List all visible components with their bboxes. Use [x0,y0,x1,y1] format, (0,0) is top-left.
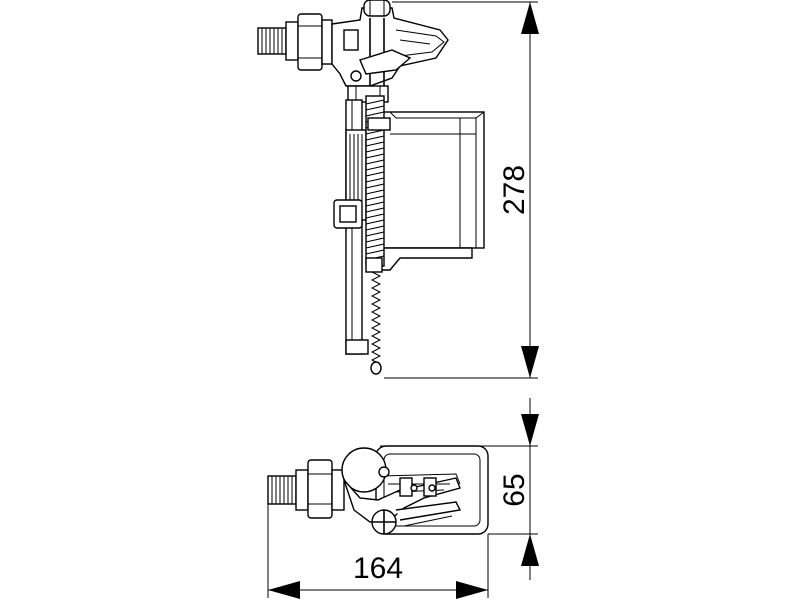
width-label: 164 [353,552,403,585]
valve-head-front [331,0,449,90]
inlet-nut-front [285,13,333,71]
cross-knob-top [371,509,397,535]
inlet-thread-front [257,27,287,55]
tube-end-front [345,339,369,355]
width-dimension: 164 [268,552,488,599]
top-view [267,445,538,598]
linkage-arms-top [395,501,462,527]
inlet-nut-top [295,459,345,519]
float-chamber-front [376,111,485,271]
inlet-thread-top [267,475,297,505]
front-view [257,0,538,379]
adjustment-rod-front [365,95,391,375]
depth-label: 65 [498,473,531,506]
depth-dimension: 65 [498,398,539,580]
height-dimension: 278 [498,2,539,378]
height-clip-front [333,199,363,229]
valve-body-top [341,447,461,523]
height-label: 278 [498,165,531,215]
